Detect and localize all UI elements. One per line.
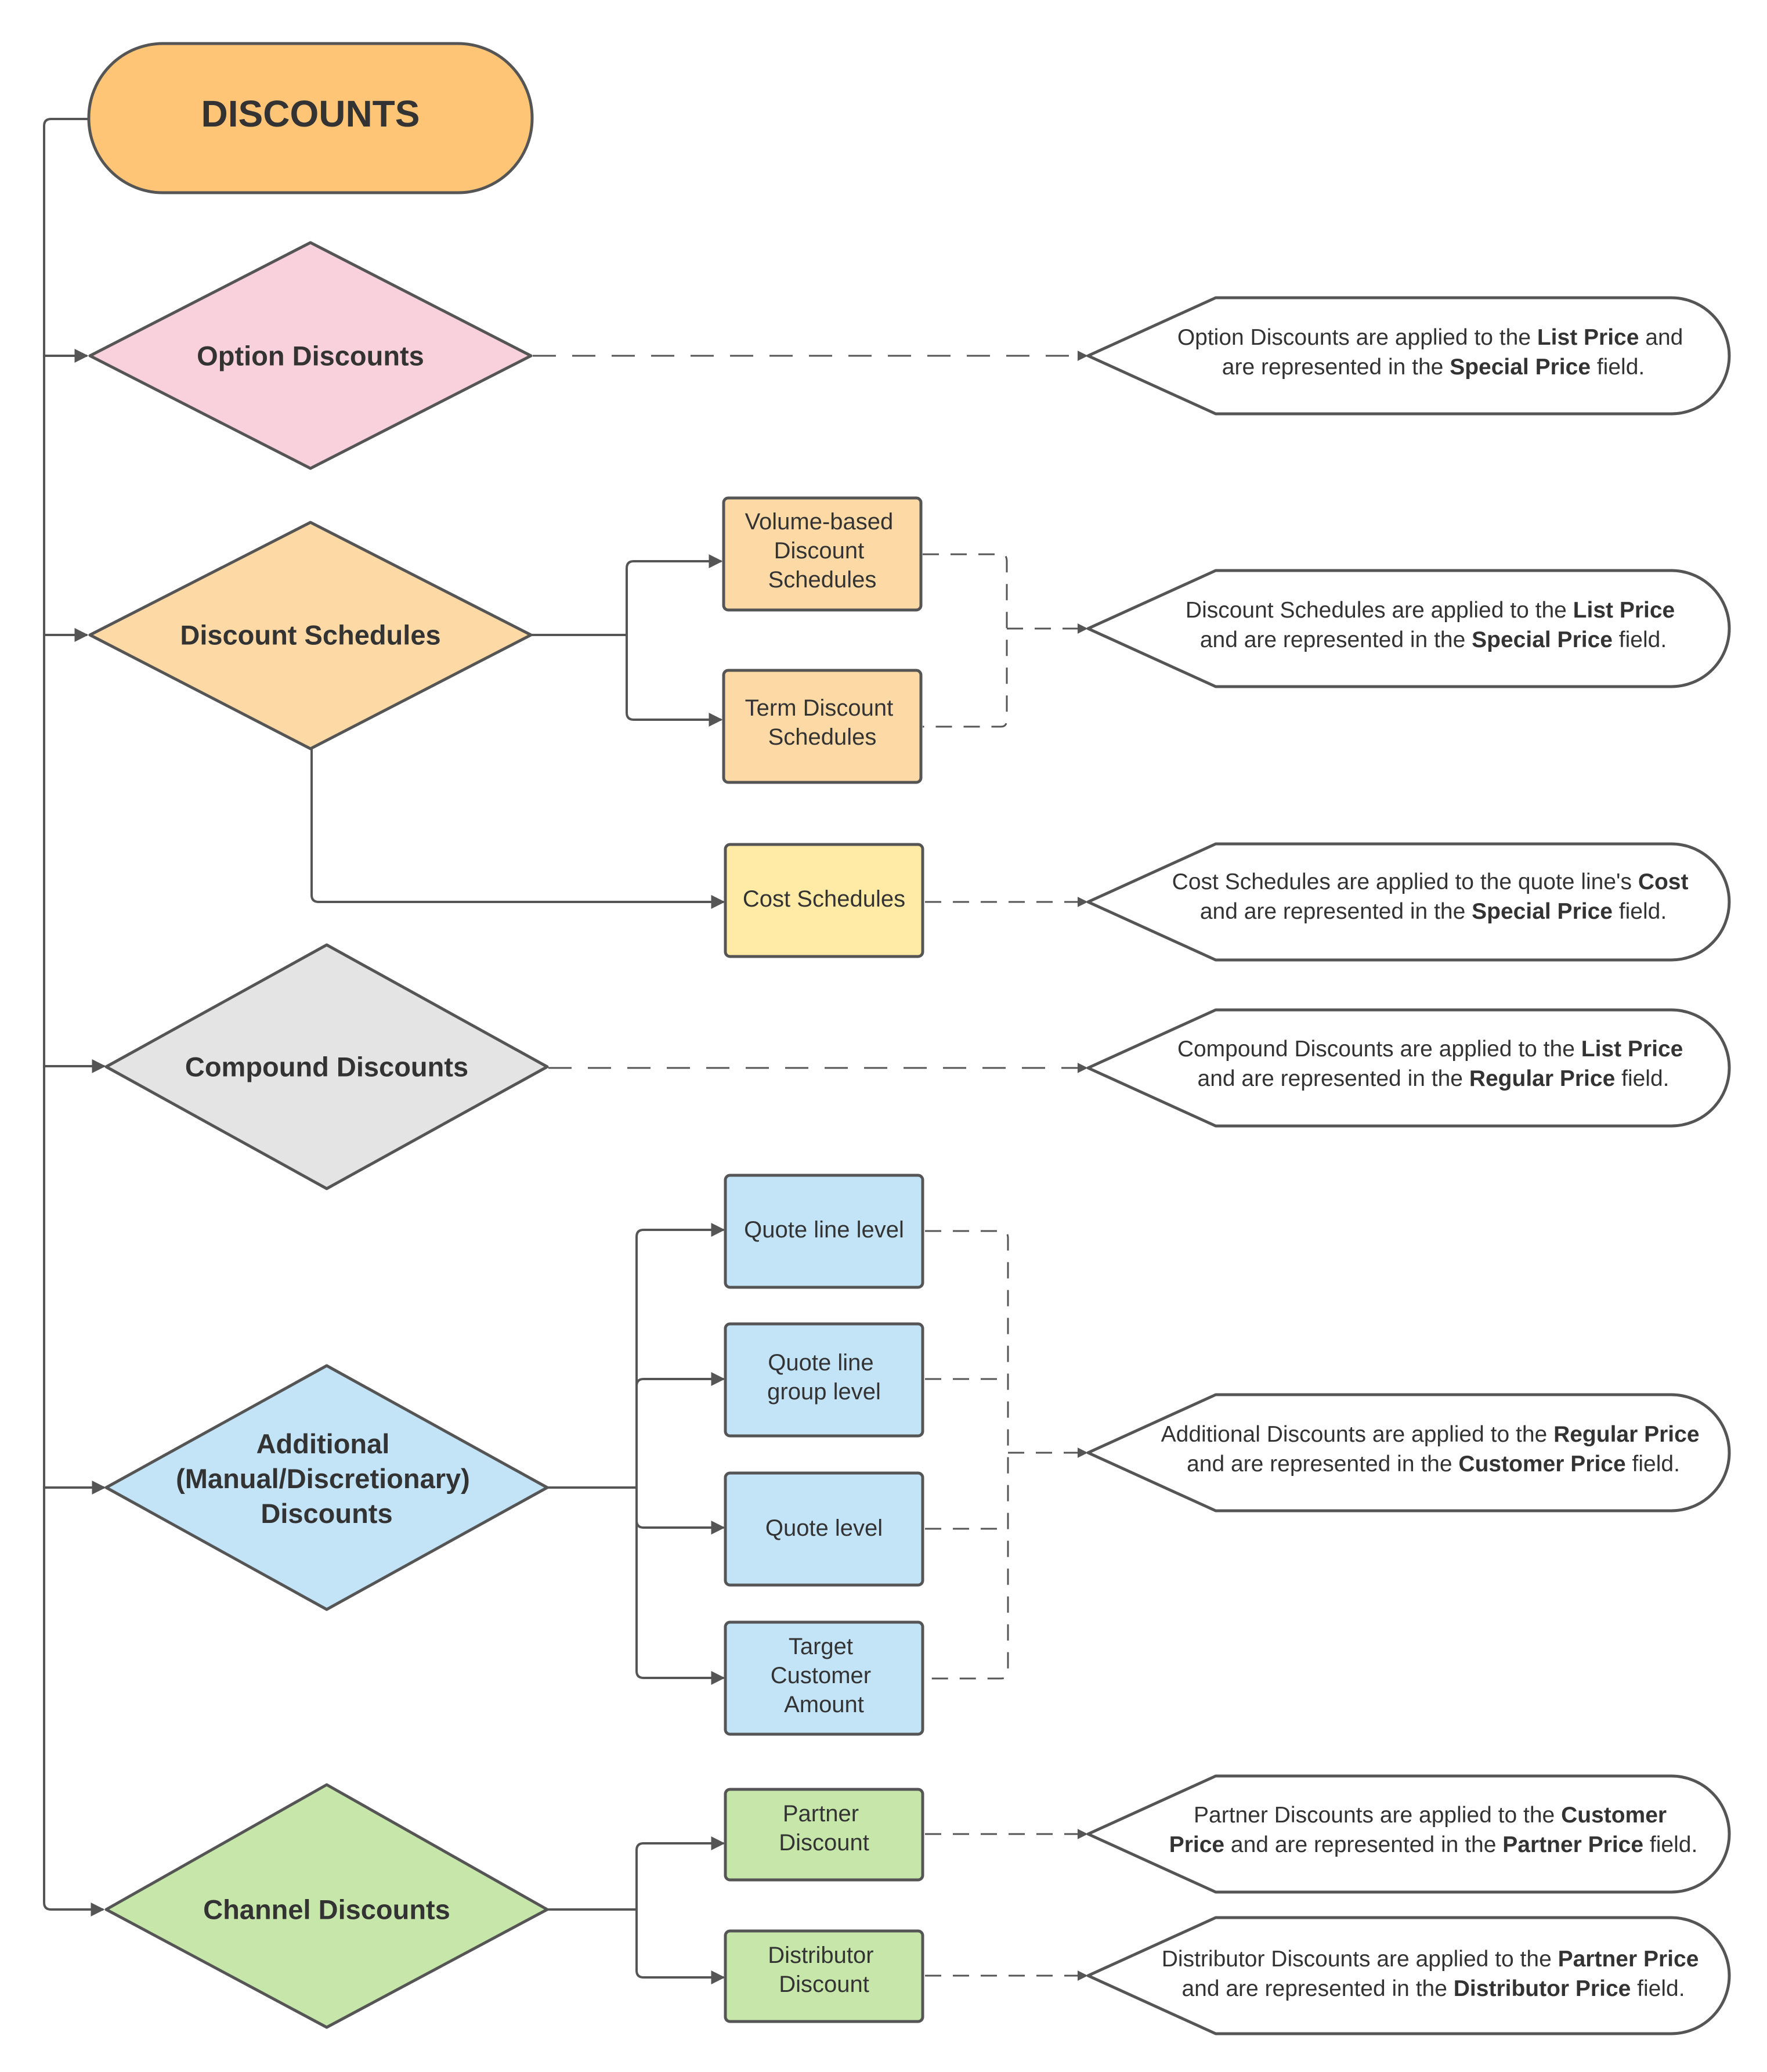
schedules-diamond-label: Discount Schedules <box>180 619 440 650</box>
quote-level-box-label: Quote level <box>765 1515 883 1541</box>
partner-box-shape <box>724 1788 924 1882</box>
diamond-compound: Compound Discounts <box>104 943 549 1190</box>
schedules-decision-shape <box>88 521 533 750</box>
distributor-note-text: Distributor Discounts are applied to the… <box>1162 1947 1705 2001</box>
additional-decision-shape <box>104 1364 549 1611</box>
additional-note-shape <box>1086 1393 1731 1513</box>
note-compound: Compound Discounts are applied to the Li… <box>1086 1008 1731 1128</box>
cost-box-shape <box>724 843 924 958</box>
additional-diamond-label: Additional (Manual/Discretionary) Discou… <box>176 1428 478 1529</box>
partner-note-shape <box>1086 1774 1731 1894</box>
option-decision-shape <box>88 241 533 470</box>
box-partner: Partner Discount <box>724 1788 924 1882</box>
note-distributor: Distributor Discounts are applied to the… <box>1086 1916 1731 2035</box>
additional-note-text: Additional Discounts are applied to the … <box>1161 1422 1706 1477</box>
diamond-channel: Channel Discounts <box>104 1783 549 2029</box>
quote-level-box-shape <box>724 1471 924 1587</box>
partner-box-label: Partner Discount <box>779 1801 869 1856</box>
schedules-note-text: Discount Schedules are applied to the Li… <box>1186 598 1681 652</box>
option-note-shape <box>1086 296 1731 416</box>
volume-box-shape <box>722 496 923 612</box>
distributor-note-shape <box>1086 1916 1731 2035</box>
root-label: DISCOUNTS <box>201 93 420 135</box>
volume-box-label: Volume-based Discount Schedules <box>745 509 900 593</box>
root-terminator-shape <box>87 42 534 194</box>
cost-note-text: Cost Schedules are applied to the quote … <box>1172 869 1695 924</box>
box-target: Target Customer Amount <box>724 1620 924 1736</box>
quote-line-group-box-shape <box>724 1322 924 1438</box>
diamond-additional: Additional (Manual/Discretionary) Discou… <box>104 1364 549 1611</box>
note-additional: Additional Discounts are applied to the … <box>1086 1393 1731 1513</box>
schedules-note-shape <box>1086 569 1731 688</box>
note-cost: Cost Schedules are applied to the quote … <box>1086 842 1731 962</box>
compound-diamond-label: Compound Discounts <box>185 1051 468 1082</box>
term-box-label: Term Discount Schedules <box>745 695 900 750</box>
diamond-schedules: Discount Schedules <box>88 521 533 750</box>
option-diamond-label: Option Discounts <box>197 340 424 371</box>
note-partner: Partner Discounts are applied to the Cus… <box>1086 1774 1731 1894</box>
quote-line-group-box-label: Quote line group level <box>767 1350 881 1405</box>
cost-note-shape <box>1086 842 1731 962</box>
box-distributor: Distributor Discount <box>724 1929 924 2023</box>
box-quote-line-group: Quote line group level <box>724 1322 924 1438</box>
box-volume: Volume-based Discount Schedules <box>722 496 923 612</box>
distributor-box-label: Distributor Discount <box>768 1943 880 1997</box>
note-option: Option Discounts are applied to the List… <box>1086 296 1731 416</box>
partner-note-text: Partner Discounts are applied to the Cus… <box>1169 1803 1698 1857</box>
cost-box-label: Cost Schedules <box>743 886 905 912</box>
term-box-shape <box>722 669 923 784</box>
solid-connectors <box>43 118 725 1984</box>
dashed-connectors <box>533 351 1088 1981</box>
compound-note-text: Compound Discounts are applied to the Li… <box>1177 1037 1689 1091</box>
box-cost: Cost Schedules <box>724 843 924 958</box>
channel-diamond-label: Channel Discounts <box>203 1894 450 1925</box>
target-box-shape <box>724 1620 924 1736</box>
quote-line-box-label: Quote line level <box>744 1217 904 1243</box>
option-note-text: Option Discounts are applied to the List… <box>1177 325 1689 380</box>
diamond-option: Option Discounts <box>88 241 533 470</box>
note-schedules: Discount Schedules are applied to the Li… <box>1086 569 1731 688</box>
box-quote-level: Quote level <box>724 1471 924 1587</box>
target-box-label: Target Customer Amount <box>771 1634 878 1717</box>
distributor-box-shape <box>724 1929 924 2023</box>
quote-line-box-shape <box>724 1174 924 1289</box>
root-node: DISCOUNTS <box>87 42 534 194</box>
channel-decision-shape <box>104 1783 549 2029</box>
box-term: Term Discount Schedules <box>722 669 923 784</box>
compound-note-shape <box>1086 1008 1731 1128</box>
box-quote-line: Quote line level <box>724 1174 924 1289</box>
compound-decision-shape <box>104 943 549 1190</box>
